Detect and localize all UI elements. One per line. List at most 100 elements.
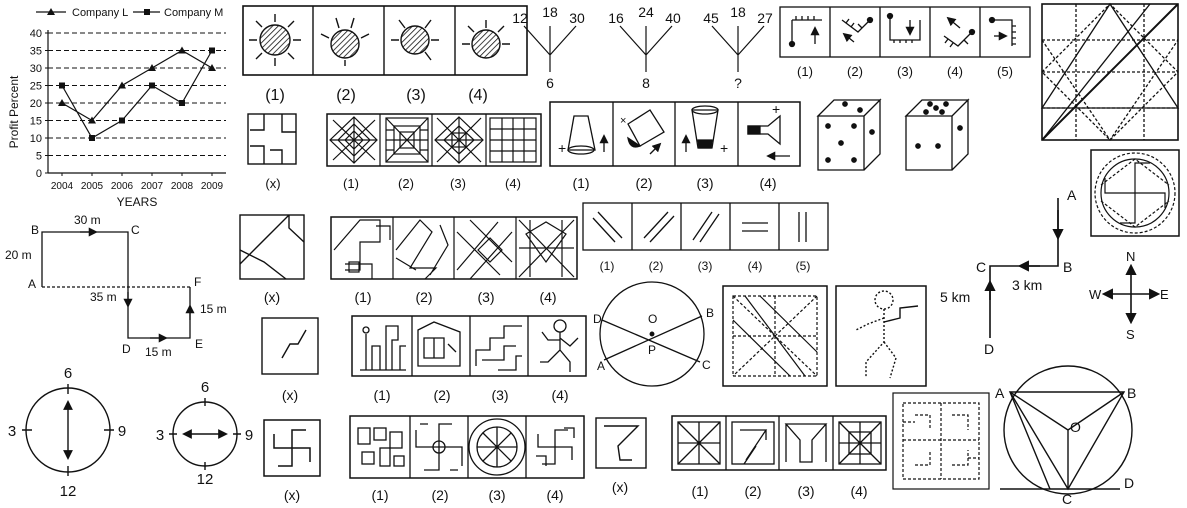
direction-path-diagram xyxy=(990,198,1058,338)
series-m-point xyxy=(89,135,95,141)
clock-1-left: 3 xyxy=(8,423,16,440)
sun-label-3: (3) xyxy=(406,87,426,104)
pinwheel-label-3: (3) xyxy=(488,487,505,503)
compass-n: N xyxy=(1126,249,1135,264)
y-tick-label: 30 xyxy=(30,63,42,75)
tree-3-left: 45 xyxy=(703,10,719,26)
bucket-figure-2: × xyxy=(620,110,664,154)
pinwheel-option-2 xyxy=(416,424,462,470)
corner-arrow-figures xyxy=(780,7,1030,57)
point-e: E xyxy=(195,337,203,351)
dist-ef: 15 m xyxy=(200,302,227,316)
clock-2-bottom: 12 xyxy=(197,471,214,488)
tri-point-b: B xyxy=(1127,385,1136,401)
grid-lines xyxy=(48,33,226,156)
direction-labels: A B C D 5 km 3 km xyxy=(940,187,1077,357)
dist-ab: 20 m xyxy=(5,248,32,262)
y-tick-label: 5 xyxy=(36,151,42,163)
series-l-point xyxy=(118,82,126,89)
dir-point-c: C xyxy=(976,259,986,275)
corner-label-1: (1) xyxy=(797,64,813,79)
cut-label-x: (x) xyxy=(264,289,280,305)
pinwheel-label-2: (2) xyxy=(431,487,448,503)
y-tick-label: 0 xyxy=(36,168,42,180)
corner-label-3: (3) xyxy=(897,64,913,79)
corner-figure-numbers: (1) (2) (3) (4) (5) xyxy=(797,64,1013,79)
pinwheel-option-4 xyxy=(536,428,574,466)
line-label-5: (5) xyxy=(796,259,811,273)
counting-figure-square xyxy=(1042,4,1178,140)
pinwheel-options xyxy=(350,416,584,478)
legend-label-m: Company M xyxy=(164,7,223,19)
tree-3-right: 27 xyxy=(757,10,773,26)
path-diagram-labels: B C A F D E 30 m 20 m 35 m 15 m 15 m xyxy=(5,213,227,359)
bucket-label-3: (3) xyxy=(696,175,713,191)
series-line-1 xyxy=(62,51,212,139)
cut-option-4 xyxy=(519,220,574,277)
series-m-point xyxy=(149,83,155,89)
x-tick-labels: 200420052006200720082009 xyxy=(51,173,224,192)
square-option-2 xyxy=(386,118,428,162)
sun-figure-numbers: (1) (2) (3) (4) xyxy=(265,87,488,104)
clock-2-top: 6 xyxy=(201,379,209,396)
svg-text:+: + xyxy=(772,101,780,117)
corner-figure-4 xyxy=(944,18,975,47)
stair-option-numbers: (1) (2) (3) (4) xyxy=(373,387,568,403)
cut-option-3 xyxy=(457,220,512,279)
dir-dist-5km: 5 km xyxy=(940,289,970,305)
tree-1-mid: 18 xyxy=(542,4,558,20)
square-label-1: (1) xyxy=(343,176,359,191)
dist-af: 35 m xyxy=(90,290,117,304)
fold-label-3: (3) xyxy=(797,483,814,499)
y-tick-label: 40 xyxy=(30,28,42,40)
dir-point-a: A xyxy=(1067,187,1077,203)
pinwheel-label-1: (1) xyxy=(371,487,388,503)
corner-figure-3 xyxy=(888,14,921,44)
series-l-point xyxy=(58,99,66,106)
fold-question xyxy=(596,418,646,468)
dir-dist-3km: 3 km xyxy=(1012,277,1042,293)
cut-option-1 xyxy=(334,220,390,279)
dist-bc: 30 m xyxy=(74,213,101,227)
point-f: F xyxy=(194,275,201,289)
square-option-4 xyxy=(490,118,536,162)
compass-icon xyxy=(1104,266,1158,322)
walking-path-diagram xyxy=(42,232,190,338)
fold-option-4 xyxy=(839,422,881,464)
tree-2-mid: 24 xyxy=(638,4,654,20)
number-trees: 12 18 30 6 16 24 40 8 45 18 27 ? xyxy=(512,4,773,91)
square-option-numbers: (1) (2) (3) (4) xyxy=(343,176,521,191)
corner-label-2: (2) xyxy=(847,64,863,79)
bucket-label-4: (4) xyxy=(759,175,776,191)
compass-w: W xyxy=(1089,287,1102,302)
square-option-1 xyxy=(330,117,377,163)
svg-text:×: × xyxy=(620,115,626,127)
cut-label-1: (1) xyxy=(354,289,371,305)
tree-2-left: 16 xyxy=(608,10,624,26)
tree-1-left: 12 xyxy=(512,10,528,26)
bucket-figure-3: + xyxy=(686,106,728,156)
bucket-figures: + × + + xyxy=(550,101,800,166)
stair-label-x: (x) xyxy=(282,387,298,403)
cut-option-numbers: (1) (2) (3) (4) xyxy=(354,289,556,305)
pinwheel-circle-figure xyxy=(1091,150,1179,236)
clock-2-left: 3 xyxy=(156,427,164,444)
series-m-point xyxy=(209,48,215,54)
clock-1-bottom: 12 xyxy=(60,483,77,500)
bucket-figure-4: + xyxy=(748,101,790,156)
series-m-point xyxy=(59,83,65,89)
series-lines xyxy=(58,47,216,142)
legend-marker-m xyxy=(144,9,150,15)
chord-point-c: C xyxy=(702,358,711,372)
parallel-line-options xyxy=(583,203,828,250)
y-axis-label: Profit Percent xyxy=(7,75,21,148)
clock-1-right: 9 xyxy=(118,423,126,440)
compass-s: S xyxy=(1126,327,1135,342)
compass-e: E xyxy=(1160,287,1169,302)
clock-vertical-arrow xyxy=(22,384,114,476)
point-b: B xyxy=(31,223,39,237)
x-axis-label: YEARS xyxy=(117,195,158,209)
bucket-figure-1: + xyxy=(558,116,604,156)
die-1 xyxy=(818,100,880,170)
